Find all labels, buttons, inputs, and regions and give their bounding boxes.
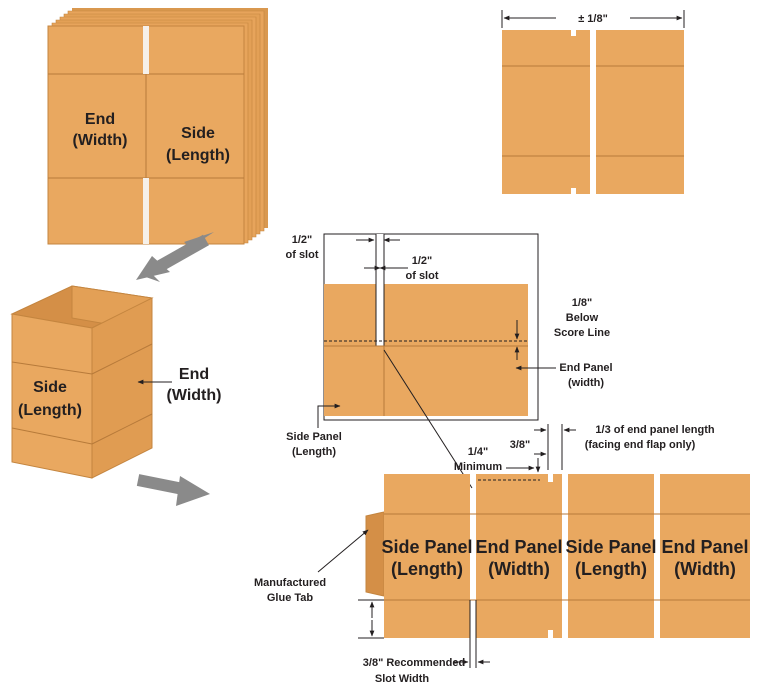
slot-detail: 1/2" of slot 1/2" of slot 1/8" Below Sco…	[286, 233, 613, 489]
stack-side-label: Side	[181, 125, 215, 142]
panel-4-label: End Panel	[661, 537, 748, 557]
panel-3-label: Side Panel	[565, 537, 656, 557]
panel-1-sub: (Length)	[391, 559, 463, 579]
panel-3	[568, 474, 654, 638]
glue-tab-sub: Glue Tab	[267, 592, 314, 604]
side-panel-length-sub: (Length)	[292, 446, 336, 458]
panel-2	[476, 474, 562, 638]
end-panel-width-label: End Panel	[559, 362, 612, 374]
third-length-sub: (facing end flap only)	[585, 439, 696, 451]
end-panel-width-sub: (width)	[568, 377, 604, 389]
slot-width-sub: Slot Width	[375, 673, 430, 685]
tolerance-blank: ± 1/8"	[501, 10, 685, 194]
quarter-min-label: Minimum	[454, 461, 502, 473]
panel-3-sub: (Length)	[575, 559, 647, 579]
tolerance-label: ± 1/8"	[578, 13, 608, 25]
box-end-label: End	[179, 366, 209, 383]
below-score-line: Score Line	[554, 327, 610, 339]
box-end-face	[91, 297, 153, 479]
panel-1-label: Side Panel	[381, 537, 472, 557]
half-slot-1-label: 1/2"	[292, 234, 313, 246]
half-slot-2-label: 1/2"	[412, 255, 433, 267]
assembled-box: Side (Length) End (Width)	[10, 285, 222, 479]
stack-end-label: End	[85, 111, 115, 128]
third-length-label: 1/3 of end panel length	[595, 424, 714, 436]
glue-tab-label: Manufactured	[254, 577, 326, 589]
panel-4-sub: (Width)	[674, 559, 736, 579]
arrow-right-icon	[176, 476, 210, 506]
half-slot-1-sub: of slot	[286, 249, 319, 261]
box-side-face	[11, 313, 93, 479]
panel-4	[660, 474, 750, 638]
box-end-sub: (Width)	[167, 387, 222, 404]
stack-side-sub: (Length)	[166, 147, 230, 164]
below-score-word: Below	[566, 312, 599, 324]
box-side-label: Side	[33, 379, 67, 396]
arrow-head-1	[136, 256, 170, 280]
panel-2-sub: (Width)	[488, 559, 550, 579]
flat-box-stack: End (Width) Side (Length)	[47, 8, 268, 245]
below-score-value: 1/8"	[572, 297, 593, 309]
half-slot-2-sub: of slot	[406, 270, 439, 282]
panel-1	[384, 474, 470, 638]
box-side-sub: (Length)	[18, 402, 82, 419]
panel-2-label: End Panel	[475, 537, 562, 557]
side-panel-length-label: Side Panel	[286, 431, 342, 443]
stack-end-sub: (Width)	[73, 132, 128, 149]
box-blank: Side Panel (Length) End Panel (Width) Si…	[254, 424, 750, 685]
three-eighths-label: 3/8"	[510, 439, 531, 451]
quarter-min-value: 1/4"	[468, 446, 489, 458]
slot-width-label: 3/8" Recommended	[363, 657, 465, 669]
